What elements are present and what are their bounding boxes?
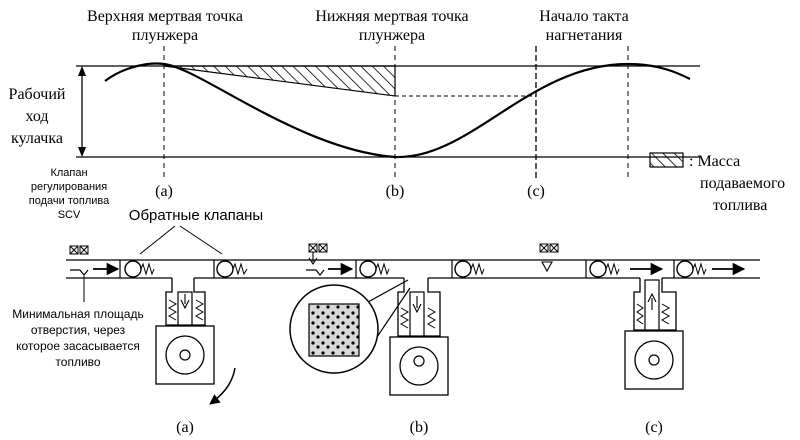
legend-hatch-swatch bbox=[649, 152, 684, 168]
phase-a-label-bottom: (a) bbox=[176, 419, 194, 436]
magnifier-icon bbox=[289, 279, 411, 374]
cam-lift-curve bbox=[104, 62, 691, 159]
phase-a-label-top: (a) bbox=[155, 183, 173, 200]
check-valve-icon bbox=[585, 260, 620, 278]
bdc-label-line1: Нижняя мертвая точка bbox=[315, 8, 468, 25]
legend: : Масса подаваемого топлива bbox=[649, 152, 785, 214]
check-valve-icon bbox=[451, 260, 485, 278]
scv-label-line1: Клапан bbox=[50, 167, 87, 179]
legend-label-line1: : Масса bbox=[689, 153, 740, 170]
legend-label-line3: топлива bbox=[713, 197, 767, 214]
start-label-line2: нагнетания bbox=[546, 27, 623, 44]
check-valves-label: Обратные клапаны bbox=[129, 207, 263, 224]
cam-lift-graph bbox=[76, 46, 700, 178]
scv-valve-icon bbox=[539, 243, 559, 253]
phase-b-label-bottom: (b) bbox=[410, 419, 429, 436]
check-valve-icon bbox=[355, 260, 390, 278]
rotation-arrow bbox=[209, 367, 236, 405]
min-area-label-line2: отверстия, через bbox=[31, 323, 126, 337]
scv-label-line2: регулирования bbox=[31, 181, 107, 193]
check-valve-icon bbox=[119, 260, 155, 278]
start-label-line1: Начало такта bbox=[539, 8, 628, 25]
tdc-label-line1: Верхняя мертвая точка bbox=[87, 8, 243, 25]
check-valve-icon bbox=[673, 260, 707, 278]
check-valve-icon bbox=[213, 260, 248, 278]
check-valve-pointer-1 bbox=[139, 225, 176, 255]
stroke-arrow-up bbox=[78, 66, 86, 76]
phase-c-label-bottom: (c) bbox=[645, 419, 663, 436]
phase-b-label-top: (b) bbox=[386, 183, 405, 200]
stroke-label-line1: Рабочий bbox=[9, 86, 66, 103]
scv-label-line3: подачи топлива bbox=[29, 195, 110, 207]
min-area-label-line4: топливо bbox=[55, 355, 100, 369]
stroke-label-line2: ход bbox=[25, 108, 48, 125]
scv-label-line4: SCV bbox=[58, 209, 81, 221]
scv-valve-icon bbox=[69, 245, 89, 255]
delivered-fuel-area bbox=[163, 65, 396, 97]
min-area-label-line1: Минимальная площадь bbox=[12, 307, 143, 321]
plunger-icon bbox=[409, 291, 425, 337]
pump-panel-b bbox=[289, 243, 530, 396]
min-area-label-line3: которое засасывается bbox=[16, 339, 140, 353]
pump-panel-c bbox=[530, 243, 760, 390]
check-valve-pointer-2 bbox=[179, 225, 223, 255]
legend-label-line2: подаваемого bbox=[700, 175, 785, 192]
tdc-label-line2: плунжера bbox=[132, 27, 198, 44]
pump-panel-a bbox=[66, 245, 300, 405]
bdc-label-line2: плунжера bbox=[359, 27, 425, 44]
stroke-label-line3: кулачка bbox=[11, 130, 63, 147]
scv-valve-icon bbox=[308, 243, 328, 253]
stroke-arrow-down bbox=[78, 147, 86, 157]
phase-c-label-top: (c) bbox=[527, 183, 545, 200]
